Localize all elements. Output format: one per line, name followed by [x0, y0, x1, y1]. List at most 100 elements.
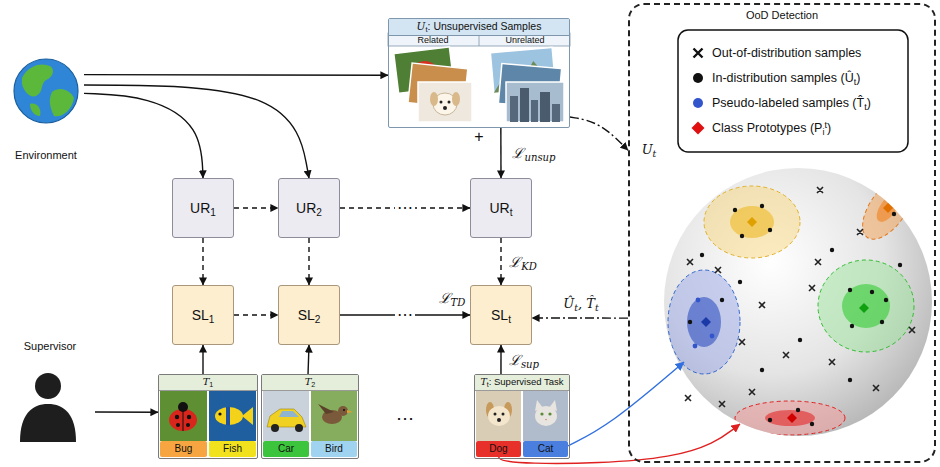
connector: [499, 424, 741, 463]
task-photos: [343, 409, 345, 411]
text-run: 2: [316, 207, 322, 218]
representation-box: UR2: [278, 178, 340, 238]
embedding-sphere: [696, 298, 701, 303]
task-photos: [311, 390, 357, 441]
sample-photos: [443, 106, 447, 110]
text-run: : Supervised Task: [489, 376, 564, 387]
sample-photos: [531, 100, 538, 122]
task-photos: [209, 390, 256, 441]
text-run: Bug: [175, 443, 193, 454]
text-run: Out-of-distribution samples: [712, 46, 861, 60]
legend-label: Out-of-distribution samples: [712, 46, 861, 60]
class-tag: Dog: [476, 441, 521, 457]
embedding-sphere: [870, 290, 874, 294]
class-name: Bug: [175, 441, 193, 457]
task-photos: [271, 424, 279, 432]
text-run: ℒ: [509, 352, 521, 368]
task-photos: [494, 413, 497, 416]
text-run: ): [867, 96, 871, 110]
learner-box: SLt: [470, 285, 532, 345]
connector: [570, 117, 628, 150]
task-photos: [548, 412, 551, 415]
text-run: 1: [209, 314, 215, 325]
task-photos: [169, 409, 197, 431]
text-run: UR: [296, 200, 316, 216]
embedding-sphere: [818, 260, 914, 352]
task-photos: [535, 406, 557, 426]
edge-label: ℒsup: [509, 352, 539, 368]
embedding-sphere: [700, 253, 704, 257]
text-run: SL: [192, 307, 209, 323]
class-tag: Bird: [311, 441, 357, 457]
sample-photos: [388, 33, 570, 122]
text-run: 1: [210, 207, 216, 218]
embedding-sphere: [688, 320, 692, 324]
column-heading: Related: [417, 34, 448, 44]
person-icon: [20, 373, 76, 442]
text-run: t: [864, 102, 867, 112]
task-photos: [279, 411, 299, 417]
embedding-sphere: [685, 187, 915, 407]
text-run: Dog: [489, 443, 507, 454]
task-photos: [183, 410, 184, 431]
learner-box: SL2: [278, 285, 340, 345]
text-run: unsup: [524, 152, 555, 163]
embedding-sphere: [693, 298, 715, 349]
embedding-sphere: [710, 334, 715, 339]
embedding-sphere: [735, 401, 845, 435]
embedding-sphere: [768, 418, 772, 422]
text-run: Supervisor: [24, 340, 77, 352]
legend-entry: In-distribution samples (Ût): [690, 69, 860, 87]
globe-icon: [14, 59, 78, 123]
node-label: Environment: [15, 149, 77, 162]
text-run: U: [642, 142, 653, 157]
learner-box: SL1: [172, 285, 234, 345]
embedding-sphere: [720, 298, 724, 302]
representation-box: URt: [470, 178, 532, 238]
embedding-sphere: [733, 208, 737, 212]
task-photos: [215, 407, 243, 425]
connector: [202, 238, 203, 285]
task-photos: [338, 406, 348, 416]
box-heading: Ut: Unsupervised Samples: [389, 19, 569, 36]
embedding-sphere: [810, 422, 814, 426]
task-photos: [318, 404, 334, 414]
embedding-sphere: [796, 408, 800, 412]
task-photos: [295, 424, 303, 432]
box-label: SL1: [192, 307, 215, 324]
task-photos: [187, 415, 191, 419]
legend-entry: Out-of-distribution samples: [690, 44, 861, 62]
sample-photos: [448, 101, 451, 104]
class-name: Cat: [538, 441, 554, 457]
sample-photos: [452, 92, 460, 106]
embedding-sphere: [747, 217, 757, 227]
class-tag: Fish: [209, 441, 256, 457]
text-run: Pseudo-labeled samples (T̂: [712, 96, 864, 110]
sample-photos: [440, 101, 443, 104]
connector: [234, 207, 278, 208]
edge-label: ℒKD: [509, 254, 537, 270]
dot-marker: [693, 98, 703, 108]
text-run: t: [487, 381, 489, 388]
embedding-sphere: [664, 168, 932, 436]
text-run: T: [203, 376, 210, 387]
embedding-sphere: [693, 344, 698, 349]
connector: [84, 93, 203, 178]
text-run: t: [824, 120, 827, 130]
embedding-sphere: [880, 320, 884, 324]
text-run: T: [305, 376, 312, 387]
frame-title: OoD Detection: [746, 9, 818, 22]
task-photos: [160, 390, 568, 441]
embedding-sphere: [760, 368, 764, 372]
box-heading: T1: [159, 375, 257, 391]
embedding-sphere: [730, 206, 774, 238]
sample-photos: [510, 96, 518, 122]
text-run: OoD Detection: [746, 9, 818, 21]
sample-photos: [540, 92, 550, 122]
text-run: Cat: [538, 443, 554, 454]
text-run: t: [510, 207, 513, 218]
text-run: Bird: [325, 443, 343, 454]
embedding-sphere: [760, 204, 764, 208]
text-run: UR: [489, 200, 509, 216]
